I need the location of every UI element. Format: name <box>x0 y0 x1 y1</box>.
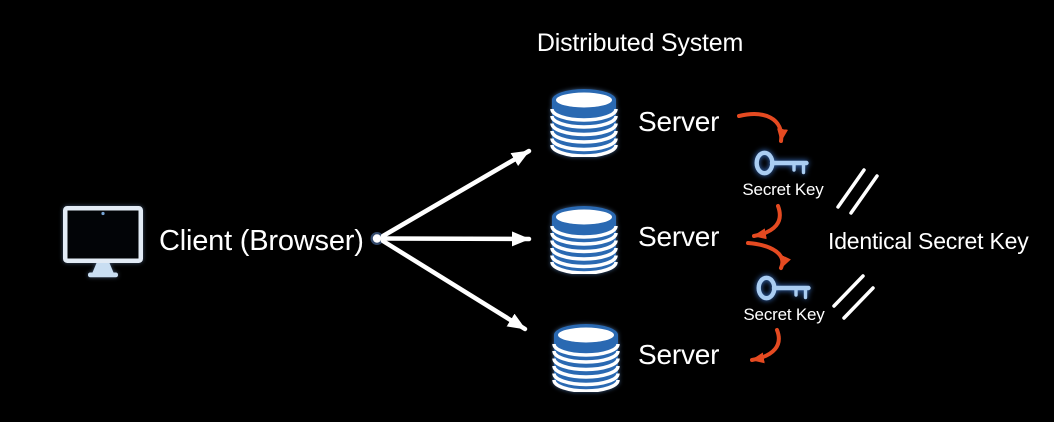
client-to-server1-arrow <box>380 148 532 239</box>
database-icon <box>550 206 618 274</box>
server2-to-key2-arrow <box>746 241 792 270</box>
key-icon <box>754 150 809 176</box>
origin-dot-glow <box>370 232 384 245</box>
key-icon <box>756 275 811 301</box>
client-label: Client (Browser) <box>159 225 364 257</box>
database-icon <box>550 89 618 157</box>
identical-secret-key-label: Identical Secret Key <box>828 228 1029 254</box>
server-label: Server <box>638 339 720 370</box>
monitor-icon <box>63 206 143 278</box>
client-to-server2-arrow <box>380 231 532 247</box>
server1-to-key1-arrow <box>737 112 788 143</box>
monitor-camera-dot <box>101 211 105 216</box>
origin-dot <box>372 234 382 243</box>
secret-key-label: Secret Key <box>742 180 824 199</box>
server-label: Server <box>638 221 720 252</box>
key2-to-server3-arrow <box>750 328 781 364</box>
database-icon <box>552 324 620 392</box>
key1-to-server2-arrow <box>752 204 782 240</box>
diagram-title: Distributed System <box>536 29 744 57</box>
server-label: Server <box>638 106 720 137</box>
client-to-server3-arrow <box>380 238 528 332</box>
secret-key-label: Secret Key <box>743 305 825 324</box>
